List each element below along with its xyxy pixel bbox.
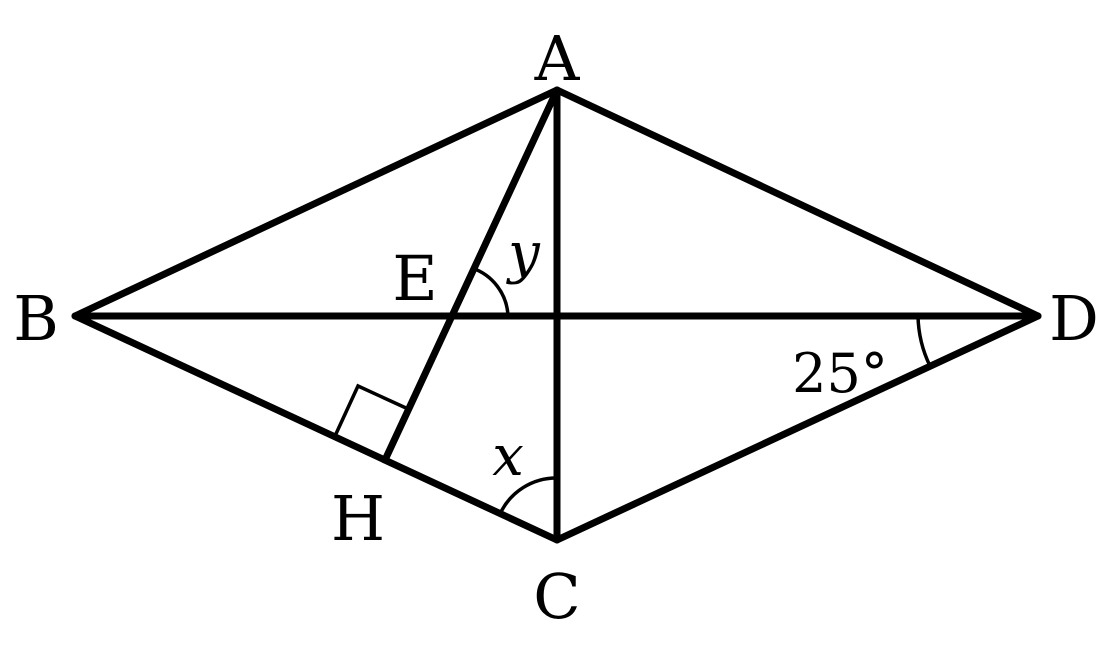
label-e: E: [392, 242, 437, 315]
label-b: B: [13, 282, 59, 355]
angle-x-arc: [498, 476, 558, 515]
label-angle-x: x: [492, 424, 524, 489]
label-h: H: [331, 482, 385, 555]
label-angle-25: 25°: [792, 342, 888, 405]
angle-25-arc: [916, 315, 932, 367]
angle-y-arc: [471, 266, 510, 317]
label-d: D: [1049, 282, 1099, 355]
segment-ah: [381, 86, 561, 464]
label-angle-y: y: [505, 221, 541, 286]
right-angle-mark: [333, 383, 407, 437]
label-c: C: [533, 560, 580, 633]
label-a: A: [534, 22, 581, 95]
